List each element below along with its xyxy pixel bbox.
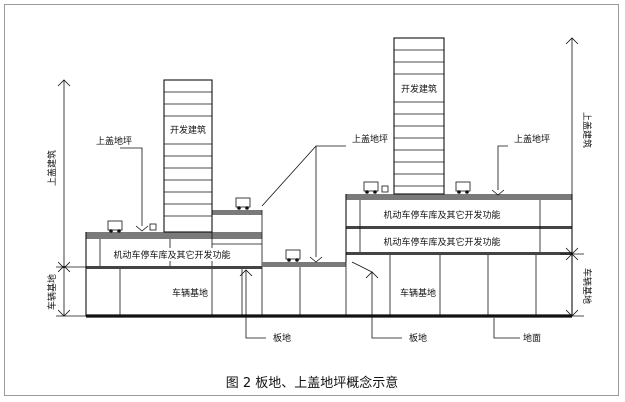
left-tower-label: 开发建筑 [170,124,206,136]
right-vehicle-2 [455,181,471,194]
deck-label-right: 上盖地坪 [514,133,550,145]
slab-ground-label-left: 板地 [273,332,291,344]
middle-deck-slab [262,262,346,267]
right-floor-slab-2 [346,252,572,255]
dim-left [56,79,86,317]
middle-vehicle [285,249,301,262]
right-floor-slab-1 [346,226,572,229]
dim-upper-label-right: 上盖建筑 [581,112,593,148]
left-structure [85,79,347,316]
left-parking-label: 机动车停车库及其它开发功能 [113,249,230,261]
figure-frame [4,4,619,396]
deck-label-left: 上盖地坪 [96,135,132,147]
right-vehicle-base-label: 车辆基地 [400,287,436,299]
figure-caption: 图 2 板地、上盖地坪概念示意 [226,375,399,391]
left-raised-deck [212,210,262,215]
left-mid-slab [86,266,262,269]
left-vehicle-base-label: 车辆基地 [172,287,208,299]
right-deck-slab [346,194,572,200]
right-tower-label: 开发建筑 [401,83,437,95]
right-parking-label-1: 机动车停车库及其它开发功能 [383,209,500,221]
ground-label: 地面 [523,332,541,344]
right-parking-label-2: 机动车停车库及其它开发功能 [383,236,500,248]
slab-ground-label-right: 板地 [409,332,427,344]
dim-base-label-left: 车辆基地 [46,274,58,310]
right-tower [393,37,445,195]
leader-lines [120,145,520,339]
dim-right [560,37,584,317]
left-vehicle-2 [235,197,251,210]
left-vehicle-1 [107,220,123,233]
dim-upper-label-left: 上盖建筑 [46,150,58,186]
left-deck-slab [86,232,262,239]
right-structure [345,37,573,316]
dim-base-label-right: 车辆基地 [581,268,593,304]
right-vehicle-1 [363,181,379,194]
deck-label-middle: 上盖地坪 [352,133,388,145]
